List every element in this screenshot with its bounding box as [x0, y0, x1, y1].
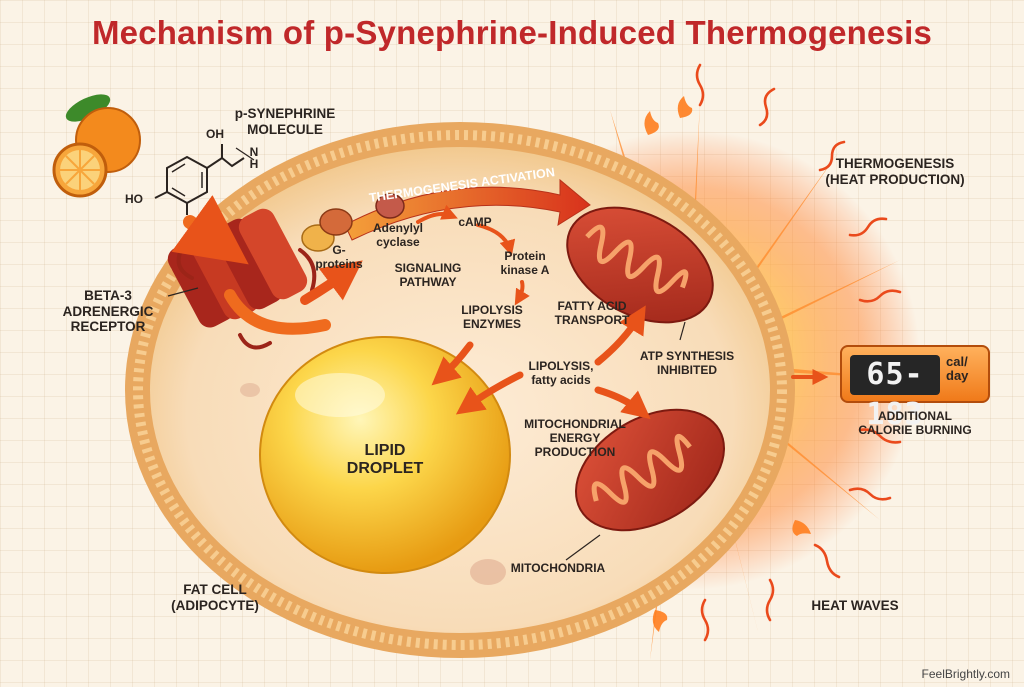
- page-title: Mechanism of p-Synephrine-Induced Thermo…: [91, 14, 933, 51]
- molecule-structure-icon: [154, 144, 245, 215]
- ho-group-label: HO: [125, 192, 143, 206]
- mitochondria-label: MITOCHONDRIA: [510, 561, 606, 575]
- thermogenesis-label: THERMOGENESIS (HEAT PRODUCTION): [825, 156, 965, 187]
- thermogenesis-activation-band: [344, 178, 591, 241]
- flame-icons: [644, 96, 811, 632]
- adenylyl-cyclase-label: Adenylyl cyclase: [372, 221, 423, 249]
- protein-kinase-label: Protein kinase A: [500, 249, 550, 277]
- fatty-acid-transport-label: FATTY ACID TRANSPORT: [554, 299, 630, 327]
- receptor-entry-arrow: [171, 195, 249, 265]
- pathway-arrows: [300, 204, 829, 420]
- footer-credit: FeelBrightly.com: [921, 667, 1010, 681]
- receptor-label: BETA-3 ADRENERGIC RECEPTOR: [62, 288, 154, 335]
- camp-label: cAMP: [458, 215, 492, 229]
- atp-synthesis-label: ATP SYNTHESIS INHIBITED: [639, 349, 735, 377]
- fat-cell-label: FAT CELL (ADIPOCYTE): [171, 582, 259, 613]
- signaling-pathway-label: SIGNALING PATHWAY: [394, 261, 462, 289]
- additional-calorie-label: ADDITIONAL CALORIE BURNING: [858, 409, 972, 437]
- oh-group-label: OH: [206, 127, 224, 141]
- calorie-counter-display: 65-183 cal/ day: [840, 345, 990, 432]
- molecule-label: p-SYNEPHRINE MOLECULE: [234, 106, 336, 137]
- mitochondrion-icon-bottom: [575, 408, 725, 532]
- heat-waves-group: [695, 63, 902, 642]
- mitochondrial-energy-label: MITOCHONDRIAL ENERGY PRODUCTION: [524, 417, 626, 459]
- lipolysis-fatty-acids-label: LIPOLYSIS, fatty acids: [528, 359, 594, 387]
- g-proteins-label: G- proteins: [315, 243, 363, 271]
- lipid-droplet-label: LIPID DROPLET: [346, 442, 424, 478]
- calorie-counter-unit: cal/ day: [946, 354, 969, 384]
- lipid-droplet-shape: [259, 336, 511, 574]
- leader-lines: [167, 147, 686, 561]
- heat-waves-label: HEAT WAVES: [811, 598, 899, 613]
- mitochondrion-icon-top: [566, 206, 714, 324]
- g-protein-blobs: [301, 193, 405, 252]
- calorie-counter-value: 65-183: [850, 355, 940, 432]
- orange-fruit-icon: [52, 94, 141, 198]
- lipolysis-enzymes-label: LIPOLYSIS ENZYMES: [461, 303, 523, 331]
- nh-group-label: N H: [249, 145, 259, 171]
